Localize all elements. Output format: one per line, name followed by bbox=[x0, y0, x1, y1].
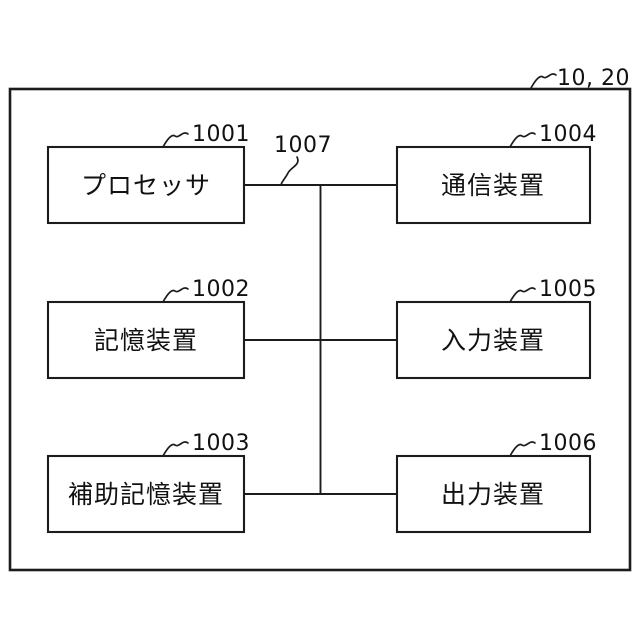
auxiliary-storage-leader-squiggle bbox=[162, 441, 189, 457]
output-device-ref-label: 1006 bbox=[539, 431, 597, 456]
storage-ref-label: 1002 bbox=[192, 277, 250, 302]
input-device-box bbox=[395, 300, 592, 380]
bus-ref-label: 1007 bbox=[274, 133, 332, 158]
output-device-leader-squiggle bbox=[509, 441, 536, 457]
auxiliary-storage-ref-label: 1003 bbox=[192, 431, 250, 456]
storage-leader-squiggle bbox=[162, 287, 189, 303]
input-device-ref-label: 1005 bbox=[539, 277, 597, 302]
input-device-label: 入力装置 bbox=[441, 326, 545, 355]
device-frame bbox=[8, 87, 632, 572]
storage-box bbox=[46, 300, 246, 380]
auxiliary-storage-box bbox=[46, 454, 246, 534]
storage-label: 記憶装置 bbox=[94, 326, 198, 355]
auxiliary-storage-label: 補助記憶装置 bbox=[68, 480, 224, 509]
communication-label: 通信装置 bbox=[441, 171, 545, 200]
output-device-box bbox=[395, 454, 592, 534]
processor-leader-squiggle bbox=[162, 132, 189, 148]
frame-ref-label: 10, 20 bbox=[557, 66, 630, 91]
processor-ref-label: 1001 bbox=[192, 122, 250, 147]
communication-box bbox=[395, 145, 592, 225]
frame-leader-squiggle bbox=[530, 73, 557, 89]
output-device-label: 出力装置 bbox=[441, 480, 545, 509]
communication-ref-label: 1004 bbox=[539, 122, 597, 147]
input-device-leader-squiggle bbox=[509, 287, 536, 303]
bus-leader-curve bbox=[280, 156, 299, 186]
communication-leader-squiggle bbox=[509, 132, 536, 148]
processor-box bbox=[46, 145, 246, 225]
processor-label: プロセッサ bbox=[81, 171, 211, 200]
